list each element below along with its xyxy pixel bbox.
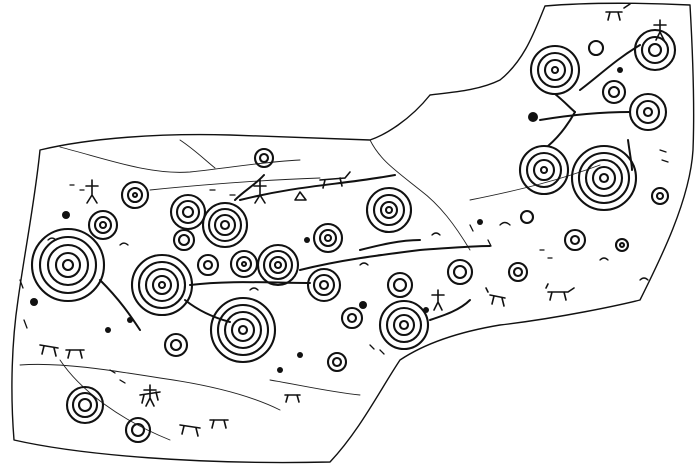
spiral-panel-big-left bbox=[518, 144, 570, 196]
animal-figure-2 bbox=[485, 287, 506, 307]
spiral-panel-top-left bbox=[529, 44, 581, 96]
animal-figure-10 bbox=[209, 419, 229, 429]
spiral-small-g bbox=[163, 332, 189, 358]
animal-figure-8 bbox=[65, 349, 85, 359]
spiral-center-upper bbox=[201, 201, 249, 249]
animal-figure-9 bbox=[179, 424, 201, 437]
spiral-large-left bbox=[30, 227, 106, 303]
spiral-center-left bbox=[130, 253, 194, 317]
spiral-right-mid bbox=[386, 271, 414, 299]
spiral-small-d bbox=[120, 180, 150, 210]
scatter-marks bbox=[19, 149, 669, 384]
human-figure-5 bbox=[653, 19, 667, 41]
figure-glyphs bbox=[39, 3, 667, 437]
concentric-circles bbox=[30, 28, 677, 444]
dot-marks bbox=[30, 67, 623, 373]
spiral-small-i bbox=[446, 258, 474, 286]
spiral-panel-big-right bbox=[570, 144, 638, 212]
spiral-panel-top-right bbox=[633, 28, 677, 72]
spiral-small-b bbox=[172, 228, 196, 252]
spiral-small-c bbox=[87, 209, 119, 241]
human-figure-2 bbox=[85, 179, 99, 204]
spiral-small-h bbox=[340, 306, 364, 330]
hut-glyph bbox=[294, 191, 307, 201]
rock-outline bbox=[11, 2, 695, 464]
spiral-small-e bbox=[196, 253, 220, 277]
spiral-upper-left bbox=[169, 193, 207, 231]
spiral-small-a bbox=[229, 249, 259, 279]
spiral-small-j bbox=[326, 351, 348, 373]
spiral-middle bbox=[256, 243, 300, 287]
spiral-bottom-mid bbox=[124, 416, 152, 444]
animal-figure-7 bbox=[39, 344, 59, 357]
human-figure-1 bbox=[253, 179, 267, 204]
spiral-panel-mid bbox=[601, 79, 627, 105]
animal-figure-6 bbox=[284, 394, 301, 403]
spiral-panel-small-c bbox=[519, 209, 535, 225]
spiral-panel-small-a bbox=[563, 228, 587, 252]
animal-figure-4 bbox=[319, 171, 351, 189]
animal-figure-1 bbox=[545, 283, 575, 301]
spiral-center-bottom bbox=[209, 296, 277, 364]
human-figure-3 bbox=[431, 289, 445, 311]
rock-fissures bbox=[19, 139, 601, 441]
spiral-panel-small-d bbox=[614, 237, 630, 253]
spiral-middle-upper bbox=[312, 222, 344, 254]
spiral-small-f bbox=[253, 147, 275, 169]
spiral-right-lower bbox=[378, 299, 430, 351]
spiral-panel-small-f bbox=[587, 39, 605, 57]
animal-figure-3 bbox=[605, 3, 631, 21]
spiral-panel-mid-right bbox=[628, 92, 668, 132]
spiral-middle-right bbox=[306, 267, 342, 303]
spiral-panel-small-e bbox=[650, 186, 670, 206]
spiral-bottom-left bbox=[65, 385, 105, 425]
human-figure-4 bbox=[143, 384, 157, 407]
spiral-panel-small-b bbox=[507, 261, 529, 283]
spiral-right-upper bbox=[365, 186, 413, 234]
